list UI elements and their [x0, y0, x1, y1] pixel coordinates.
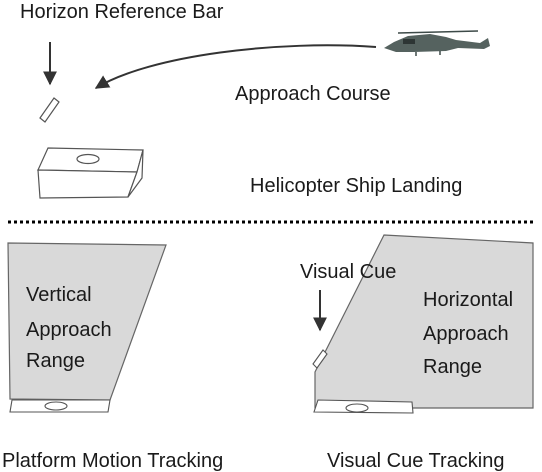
- visual-cue-tracking-caption: Visual Cue Tracking: [327, 450, 505, 472]
- helicopter-icon: [384, 30, 490, 56]
- reference-bar-icon: [39, 97, 60, 123]
- vertical-approach-range-label: Vertical Approach Range: [26, 284, 117, 372]
- range-label-line: Range: [26, 350, 85, 372]
- visual-cue-bar-icon: [312, 349, 328, 369]
- horizontal-approach-range-label: Horizontal Approach Range: [423, 289, 519, 378]
- range-label-line: Range: [423, 356, 482, 378]
- visual-cue-label: Visual Cue: [300, 261, 396, 283]
- helicopter-ship-landing-label: Helicopter Ship Landing: [250, 175, 462, 197]
- horizon-reference-bar-label: Horizon Reference Bar: [20, 1, 224, 23]
- right-deck-plate: [313, 399, 414, 414]
- ship-deck-icon: [37, 147, 144, 199]
- approach-course-label: Approach Course: [235, 83, 391, 105]
- range-label-line: Approach: [26, 319, 112, 341]
- horizontal-approach-range-panel: [314, 234, 534, 409]
- left-deck-plate: [9, 399, 111, 413]
- range-label-line: Vertical: [26, 284, 92, 306]
- range-label-line: Horizontal: [423, 289, 513, 311]
- platform-motion-tracking-caption: Platform Motion Tracking: [2, 450, 223, 472]
- range-label-line: Approach: [423, 323, 509, 345]
- approach-course-arrow: [94, 44, 377, 89]
